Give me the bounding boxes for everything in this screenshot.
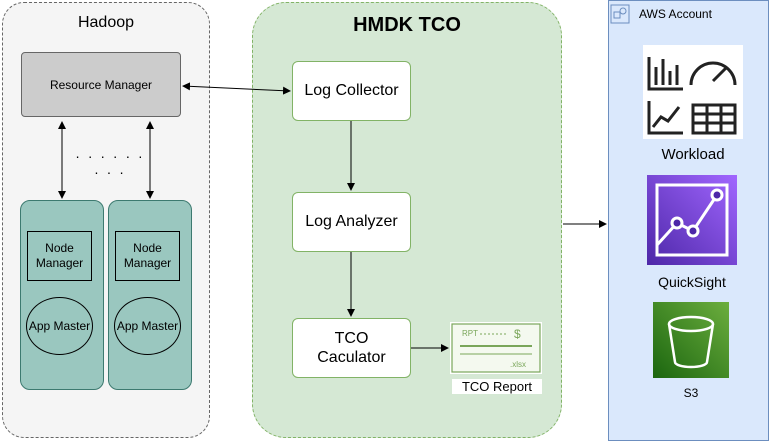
ellipsis-dots: · · · · · · · · · (75, 148, 145, 180)
log-collector-label: Log Collector (304, 82, 399, 100)
node-manager-label-1: Node Manager (35, 241, 84, 270)
quicksight-icon (647, 175, 737, 265)
workload-icon (643, 45, 743, 139)
app-master-ellipse-1: App Master (26, 297, 93, 355)
app-master-label-1: App Master (28, 319, 91, 333)
node-column-1: Node Manager App Master (20, 200, 104, 390)
app-master-ellipse-2: App Master (114, 297, 181, 355)
rm-to-collector-arrow (182, 82, 291, 95)
node-manager-box-1: Node Manager (27, 231, 92, 281)
tco-calculator-box: TCO Caculator (292, 318, 411, 378)
node-column-2: Node Manager App Master (108, 200, 192, 390)
s3-label: S3 (683, 386, 699, 400)
report-tag: RPT (462, 329, 478, 338)
tco-calculator-label: TCO Caculator (317, 329, 386, 366)
report-extension: .xlsx (510, 360, 526, 369)
log-collector-box: Log Collector (292, 61, 411, 121)
tco-report-label: TCO Report (452, 379, 542, 394)
hmdk-title: HMDK TCO (353, 14, 461, 36)
report-dollar-symbol: $ (514, 327, 521, 341)
tco-report-document-icon: RPT $ .xlsx (450, 322, 542, 374)
quicksight-label: QuickSight (658, 274, 726, 290)
resource-manager-label: Resource Manager (49, 77, 153, 92)
log-analyzer-box: Log Analyzer (292, 192, 411, 252)
hadoop-title: Hadoop (77, 14, 135, 31)
resource-manager-box: Resource Manager (21, 52, 181, 117)
workload-label: Workload (661, 146, 725, 163)
node-manager-box-2: Node Manager (115, 231, 180, 281)
node-manager-label-2: Node Manager (123, 241, 172, 270)
aws-account-icon (610, 4, 630, 24)
log-analyzer-label: Log Analyzer (305, 213, 398, 231)
aws-account-label: AWS Account (639, 7, 712, 21)
app-master-label-2: App Master (116, 319, 179, 333)
s3-bucket-icon (653, 302, 729, 378)
